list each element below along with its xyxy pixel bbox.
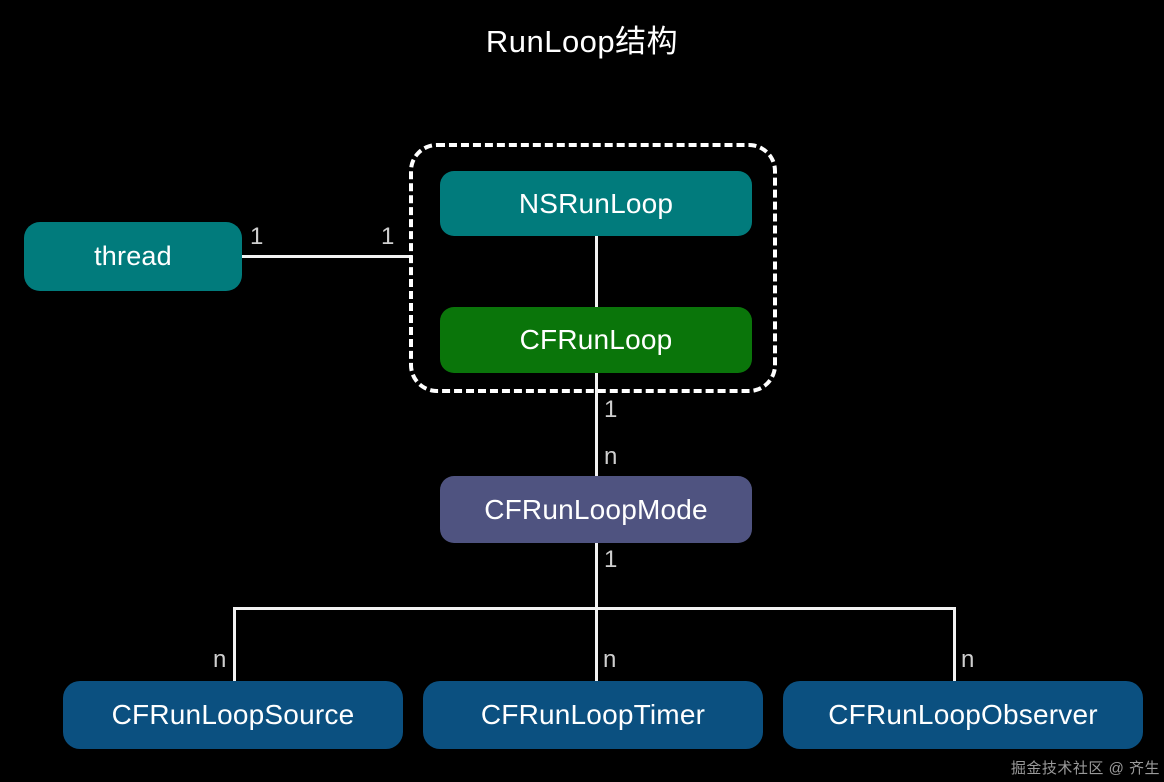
edge-label-mode-multiplicity-one: 1 [604,546,618,573]
node-cfrunloopmode[interactable]: CFRunLoopMode [440,476,752,543]
connector-thread-to-runloop [242,255,412,258]
connector-bus-to-observer [953,607,956,683]
node-cfrunloopobserver[interactable]: CFRunLoopObserver [783,681,1143,749]
edge-label-source-multiplicity: n [213,646,227,673]
connector-nsrunloop-to-cfrunloop [595,236,598,308]
connector-mode-to-bus [595,542,598,610]
node-cfrunloopobserver-label: CFRunLoopObserver [828,699,1098,730]
node-cfrunloopmode-label: CFRunLoopMode [484,493,708,525]
node-nsrunloop[interactable]: NSRunLoop [440,171,752,236]
node-cfrunloop-label: CFRunLoop [519,324,673,355]
edge-label-thread-multiplicity: 1 [250,223,264,250]
node-cfrunloopsource-label: CFRunLoopSource [111,699,355,730]
connector-bus-to-source [233,607,236,683]
node-cfrunloopsource[interactable]: CFRunLoopSource [63,681,403,749]
connector-cfrunloop-to-mode [595,373,598,477]
edge-label-timer-multiplicity: n [603,646,617,673]
node-thread[interactable]: thread [24,222,242,291]
edge-label-cfrunloop-multiplicity: 1 [604,396,618,423]
node-cfrunloop[interactable]: CFRunLoop [440,307,752,373]
page-title: RunLoop结构 [485,24,679,59]
edge-label-observer-multiplicity: n [961,646,975,673]
edge-label-runloop-multiplicity: 1 [381,223,395,250]
connector-distribution-bus [233,607,956,610]
runloop-group-container [409,143,777,393]
node-cfrunlooptimer-label: CFRunLoopTimer [480,699,706,730]
node-thread-label: thread [94,241,172,271]
node-nsrunloop-label: NSRunLoop [518,187,674,219]
connector-bus-to-timer [595,607,598,683]
watermark: 掘金技术社区 @ 齐生 [1010,760,1160,777]
node-cfrunlooptimer[interactable]: CFRunLoopTimer [423,681,763,749]
edge-label-mode-multiplicity-n: n [604,443,618,470]
